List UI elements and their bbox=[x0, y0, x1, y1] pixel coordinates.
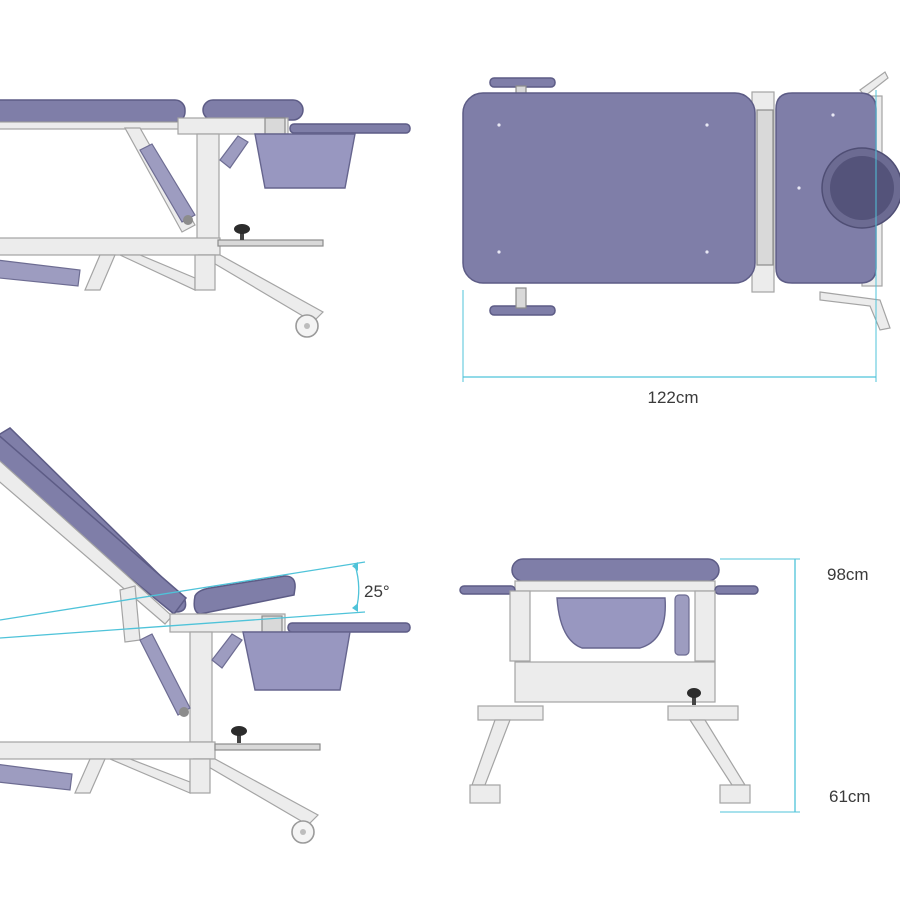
side-flat-knob bbox=[234, 224, 250, 234]
end-knob-stem bbox=[692, 695, 696, 705]
side-flat-under-leg bbox=[84, 254, 116, 291]
side-flat-actuator-joint bbox=[183, 215, 193, 225]
reclined-actuator bbox=[139, 633, 191, 716]
top-pad-screw bbox=[797, 186, 801, 190]
reclined-post bbox=[189, 758, 211, 794]
side-flat-column bbox=[196, 133, 220, 243]
side-flat-rear-leg bbox=[197, 254, 324, 323]
end-panel-right bbox=[694, 590, 716, 662]
end-frame-top bbox=[514, 580, 716, 592]
side-flat-wheel-hub bbox=[304, 323, 310, 329]
end-base-right bbox=[667, 705, 739, 721]
side-flat-knob-stem bbox=[240, 230, 244, 240]
top-frame-bracket-lower bbox=[819, 291, 891, 331]
angle-label: 25° bbox=[364, 582, 390, 601]
end-knob bbox=[687, 688, 701, 698]
angle-arc bbox=[354, 564, 360, 611]
side-flat-arm-rest bbox=[289, 123, 411, 134]
side-flat-adjust-rod bbox=[217, 239, 324, 247]
end-actuator bbox=[674, 594, 690, 656]
top-hinge bbox=[756, 109, 774, 266]
reclined-bracket bbox=[169, 613, 286, 633]
top-pad-screw bbox=[705, 250, 709, 254]
end-pad bbox=[511, 558, 720, 582]
side-flat-lower-actuator bbox=[0, 259, 81, 287]
side-flat-bowl bbox=[254, 133, 356, 189]
top-pad-screw bbox=[831, 113, 835, 117]
end-leg-left bbox=[471, 719, 511, 786]
reclined-actuator-joint bbox=[179, 707, 189, 717]
side-flat-head-bracket bbox=[177, 117, 289, 135]
side-flat-bracket-plate bbox=[264, 117, 286, 135]
side-flat-brace bbox=[119, 254, 196, 291]
side-flat-base-bar bbox=[0, 237, 221, 256]
top-frame-bracket-upper bbox=[859, 71, 889, 97]
reclined-wheel-hub bbox=[300, 829, 306, 835]
reclined-brace bbox=[109, 758, 191, 794]
reclined-under-leg bbox=[74, 758, 106, 794]
reclined-rear-leg bbox=[192, 758, 319, 826]
reclined-knob bbox=[231, 726, 247, 736]
end-arm-rest-left bbox=[459, 585, 516, 595]
top-pad-screw bbox=[497, 123, 501, 127]
top-arm-rest-lower-post bbox=[515, 287, 527, 309]
top-pad-screw bbox=[705, 123, 709, 127]
end-bowl bbox=[556, 597, 666, 649]
end-view: 98cm 61cm bbox=[459, 558, 871, 813]
side-flat-main-frame bbox=[0, 121, 181, 130]
reclined-head-actuator bbox=[211, 633, 243, 669]
side-flat-head-actuator bbox=[219, 135, 249, 169]
angle-line-tilted bbox=[0, 561, 366, 621]
reclined-adjust-rod bbox=[214, 743, 321, 751]
end-column bbox=[514, 661, 716, 703]
side-view-flat bbox=[0, 99, 411, 338]
reclined-arm-rest bbox=[287, 622, 411, 633]
end-min-height-label: 61cm bbox=[829, 787, 871, 806]
end-foot-left bbox=[469, 784, 501, 804]
angle-line-horizontal bbox=[0, 611, 366, 639]
end-foot-right bbox=[719, 784, 751, 804]
top-length-label: 122cm bbox=[647, 388, 698, 407]
reclined-knob-stem bbox=[237, 733, 241, 743]
side-view-reclined: 25° bbox=[0, 427, 411, 844]
reclined-base-bar bbox=[0, 741, 216, 760]
end-leg-right bbox=[688, 719, 747, 786]
side-flat-main-pad bbox=[0, 99, 186, 123]
angle-arrow-bottom bbox=[352, 603, 358, 612]
top-view: 122cm bbox=[462, 71, 900, 407]
angle-arrow-top bbox=[352, 562, 358, 571]
reclined-lower-actuator bbox=[0, 764, 73, 791]
reclined-head-pad bbox=[193, 575, 296, 615]
top-face-hole-inner bbox=[830, 156, 894, 220]
end-base-left bbox=[477, 705, 544, 721]
side-flat-actuator bbox=[139, 143, 196, 223]
top-main-pad bbox=[462, 92, 756, 284]
end-arm-rest-right bbox=[714, 585, 759, 595]
side-flat-head-pad bbox=[202, 99, 304, 121]
end-max-height-label: 98cm bbox=[827, 565, 869, 584]
top-pad-screw bbox=[497, 250, 501, 254]
reclined-column bbox=[189, 631, 213, 743]
side-flat-post bbox=[194, 254, 216, 291]
reclined-bowl bbox=[242, 631, 351, 691]
end-panel-left bbox=[509, 590, 531, 662]
